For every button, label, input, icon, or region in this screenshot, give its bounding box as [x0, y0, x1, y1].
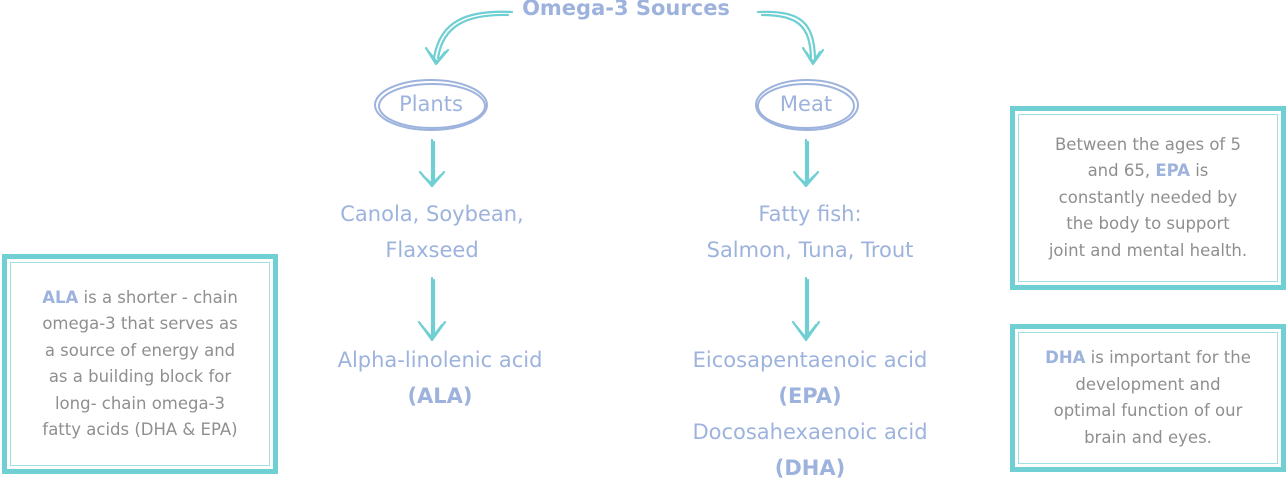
dha-note-line3: optimal function of our [1053, 401, 1243, 420]
ala-note-line6: fatty acids (DHA & EPA) [42, 420, 238, 439]
epa-keyword: EPA [1155, 161, 1190, 181]
dha-note-line2: development and [1075, 374, 1221, 394]
down-arrow-plants-2-icon [417, 276, 447, 342]
dha-note-line1: is important for the [1085, 348, 1251, 367]
meat-acids: Eicosapentaenoic acid (EPA) Docosahexaen… [650, 342, 970, 486]
down-arrow-meat-2-icon [791, 276, 821, 342]
epa-note-line5: joint and mental health. [1048, 240, 1248, 260]
meat-label: Meat [779, 92, 833, 116]
down-arrow-meat-1-icon [792, 138, 820, 188]
epa-name: Eicosapentaenoic acid [692, 348, 928, 372]
dha-note-line4: brain and eyes. [1084, 427, 1212, 447]
epa-note-line1: Between the ages of 5 [1054, 134, 1241, 154]
ala-note-line3: a source of energy and [44, 340, 236, 360]
meat-sources-line2: Salmon, Tuna, Trout [706, 238, 914, 262]
ala-note-line4: as a building block for [48, 367, 232, 386]
dha-note-text: DHA is important for the development and… [1045, 345, 1251, 451]
dha-abbr: (DHA) [774, 456, 846, 480]
ala-note-text: ALA is a shorter - chain omega-3 that se… [42, 285, 238, 444]
curved-arrow-left-icon [424, 10, 514, 66]
ala-note-box: ALA is a shorter - chain omega-3 that se… [2, 254, 278, 474]
meat-sources: Fatty fish: Salmon, Tuna, Trout [660, 196, 960, 268]
dha-name: Docosahexaenoic acid [692, 420, 928, 444]
ala-name: Alpha-linolenic acid [337, 348, 543, 372]
epa-note-text: Between the ages of 5 and 65, EPA is con… [1049, 132, 1247, 265]
plants-sources-line1: Canola, Soybean, [340, 202, 524, 226]
ala-note-line1: is a shorter - chain [78, 287, 238, 307]
plants-label: Plants [399, 92, 463, 116]
epa-note-line2-post: is [1189, 161, 1209, 181]
plants-acid: Alpha-linolenic acid (ALA) [290, 342, 590, 414]
ala-abbr: (ALA) [407, 384, 473, 408]
meat-sources-line1: Fatty fish: [758, 202, 862, 226]
plants-sources-line2: Flaxseed [385, 238, 479, 262]
dha-note-box: DHA is important for the development and… [1010, 324, 1286, 472]
ala-note-line2: omega-3 that serves as [42, 314, 238, 333]
ala-note-line5: long- chain omega-3 [54, 393, 226, 413]
epa-note-line3: constantly needed by [1058, 187, 1238, 207]
epa-note-box: Between the ages of 5 and 65, EPA is con… [1010, 106, 1286, 290]
down-arrow-plants-1-icon [418, 138, 446, 188]
curved-arrow-right-icon [756, 10, 825, 66]
epa-note-line2-pre: and 65, [1087, 161, 1156, 181]
dha-keyword: DHA [1045, 348, 1086, 367]
epa-note-line4: the body to support [1066, 214, 1230, 234]
oval-outline-icon [374, 79, 859, 131]
diagram-title: Omega-3 Sources [522, 0, 730, 20]
epa-abbr: (EPA) [778, 384, 842, 408]
plants-sources: Canola, Soybean, Flaxseed [290, 196, 574, 268]
ala-keyword: ALA [42, 287, 79, 307]
